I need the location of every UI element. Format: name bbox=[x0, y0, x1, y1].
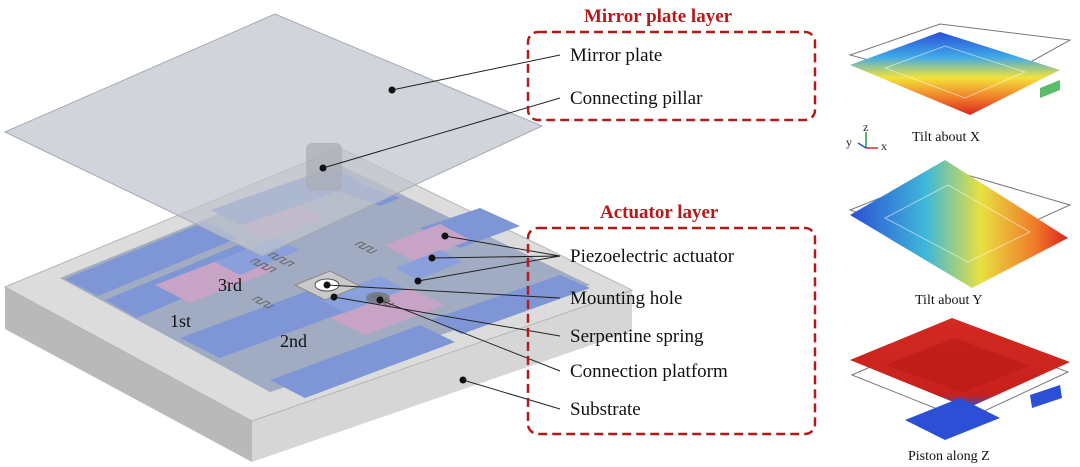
mode-tilt-x-plate bbox=[850, 32, 1060, 115]
mode-tilt-y-inner bbox=[883, 184, 1032, 263]
ring-label-1st: 1st bbox=[170, 311, 191, 331]
mirror-layer-box bbox=[526, 30, 817, 122]
label-connecting-pillar: Connecting pillar bbox=[570, 88, 703, 109]
mode-tilt-x-inner bbox=[883, 45, 1027, 99]
leader-dots bbox=[319, 86, 467, 384]
leader-lines bbox=[322, 54, 561, 410]
caption-piston-z: Piston along Z bbox=[908, 449, 990, 464]
actuator-layer-box bbox=[526, 226, 817, 436]
axis-triad: y z x bbox=[846, 120, 887, 153]
caption-tilt-y: Tilt about Y bbox=[915, 293, 982, 308]
mode-piston-z-inner bbox=[885, 338, 1030, 392]
substrate-side-right bbox=[252, 290, 632, 462]
actuator-layer-title: Actuator layer bbox=[600, 202, 719, 223]
mode-tilt-y bbox=[848, 160, 1072, 288]
mode-piston-z-bottom bbox=[905, 398, 1000, 440]
label-connection-platform: Connection platform bbox=[570, 361, 728, 382]
mode-piston-z-bottom-edge bbox=[1030, 385, 1062, 408]
substrate-side-left bbox=[5, 287, 252, 462]
axis-label-y: y bbox=[846, 135, 852, 149]
mode-tilt-y-plate bbox=[850, 160, 1068, 288]
piezo-actuator-1st-bottom-b bbox=[270, 325, 455, 398]
mode-tilt-x-edge bbox=[1040, 80, 1060, 98]
label-substrate: Substrate bbox=[570, 399, 641, 420]
mode-piston-z bbox=[850, 318, 1070, 440]
mode-tilt-x bbox=[848, 23, 1072, 115]
axis-label-z: z bbox=[863, 120, 868, 134]
axis-label-x: x bbox=[881, 139, 887, 153]
piezo-actuator-inner-2 bbox=[320, 276, 405, 313]
mirror-layer-title: Mirror plate layer bbox=[584, 6, 733, 27]
caption-tilt-x: Tilt about X bbox=[912, 130, 980, 145]
ring-label-3rd: 3rd bbox=[218, 275, 242, 295]
piezo-actuator-pink-2 bbox=[330, 288, 445, 335]
piezo-actuator-1st-right bbox=[430, 275, 590, 334]
mirror-plate-shape bbox=[3, 13, 544, 257]
label-mirror-plate: Mirror plate bbox=[570, 45, 662, 66]
piezo-actuator-1st-bottom bbox=[180, 290, 350, 358]
label-piezoelectric-actuator: Piezoelectric actuator bbox=[570, 246, 735, 267]
mirror-plate-stack bbox=[3, 13, 544, 257]
piezo-actuator-pink-3 bbox=[385, 224, 470, 262]
piezo-actuator-1st-left bbox=[65, 222, 238, 296]
label-serpentine-spring: Serpentine spring bbox=[570, 326, 704, 347]
label-mounting-hole: Mounting hole bbox=[570, 288, 682, 309]
actuator-stack bbox=[3, 147, 634, 462]
ring-label-2nd: 2nd bbox=[280, 331, 307, 351]
